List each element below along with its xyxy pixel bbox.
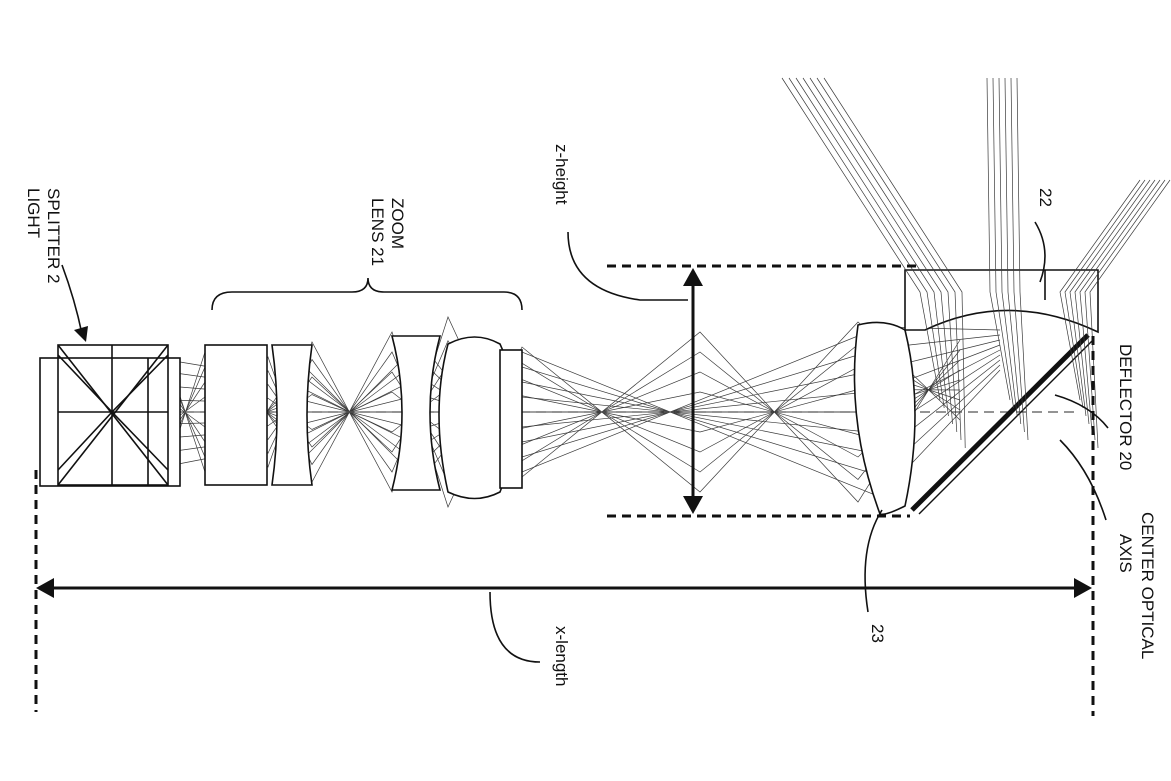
svg-text:AXIS: AXIS [1116,534,1135,573]
light-ray [795,77,949,417]
z-height-dimension [567,231,920,518]
svg-text:LIGHT: LIGHT [24,188,43,238]
light-ray [1069,179,1151,417]
svg-text:LENS 21: LENS 21 [368,198,387,266]
zoom-lens-element-3 [390,335,442,491]
light-ray [816,77,962,441]
element-23-label: 23 [868,624,887,643]
zoom-lens-element-2 [271,344,313,486]
light-ray [1079,179,1161,433]
zoom-lens-label: ZOOM LENS 21 [368,198,407,266]
x-length-label: x-length [552,626,571,686]
zoom-lens-element-1 [204,344,268,486]
light-ray [1059,179,1141,401]
light-ray [1016,77,1029,441]
svg-text:CENTER OPTICAL: CENTER OPTICAL [1138,512,1157,659]
light-ray [998,77,1018,417]
light-ray [1064,179,1146,409]
element-23-leader [864,509,883,613]
zoom-lens-element-4 [438,336,517,500]
light-splitter-leader [61,264,83,335]
x-length-dimension [34,336,1095,716]
center-optical-axis-label: CENTER OPTICAL AXIS [1116,512,1157,659]
deflector-label: DEFLECTOR 20 [1116,344,1135,470]
light-splitter-arrowhead [74,326,88,342]
z-height-label: z-height [552,144,571,205]
light-ray [1089,179,1171,449]
light-ray [1010,77,1025,433]
light-ray [781,77,941,401]
svg-text:SPLITTER 2: SPLITTER 2 [44,188,63,283]
light-ray [1004,77,1022,425]
incoming-rays [781,77,1171,449]
svg-text:ZOOM: ZOOM [388,198,407,249]
light-splitter-label: LIGHT SPLITTER 2 [24,188,63,283]
light-ray [788,77,945,409]
light-ray [809,77,958,433]
lens-23 [853,321,916,516]
light-ray [1084,179,1166,441]
zoom-lens-element-5 [499,349,523,489]
light-ray [986,77,1011,401]
light-ray [1074,179,1156,425]
element-22-leader [1034,221,1046,283]
zoom-lens-bracket [211,277,523,311]
light-ray [992,77,1014,409]
element-22 [904,269,1099,334]
optical-axis-leader [1059,439,1107,521]
deflector-leader [1054,394,1109,429]
light-ray [823,77,966,449]
element-22-label: 22 [1036,188,1055,207]
light-ray [802,77,953,425]
zoom-lens-group [204,335,523,500]
deflector-20 [910,333,1095,515]
light-splitter [39,344,181,487]
